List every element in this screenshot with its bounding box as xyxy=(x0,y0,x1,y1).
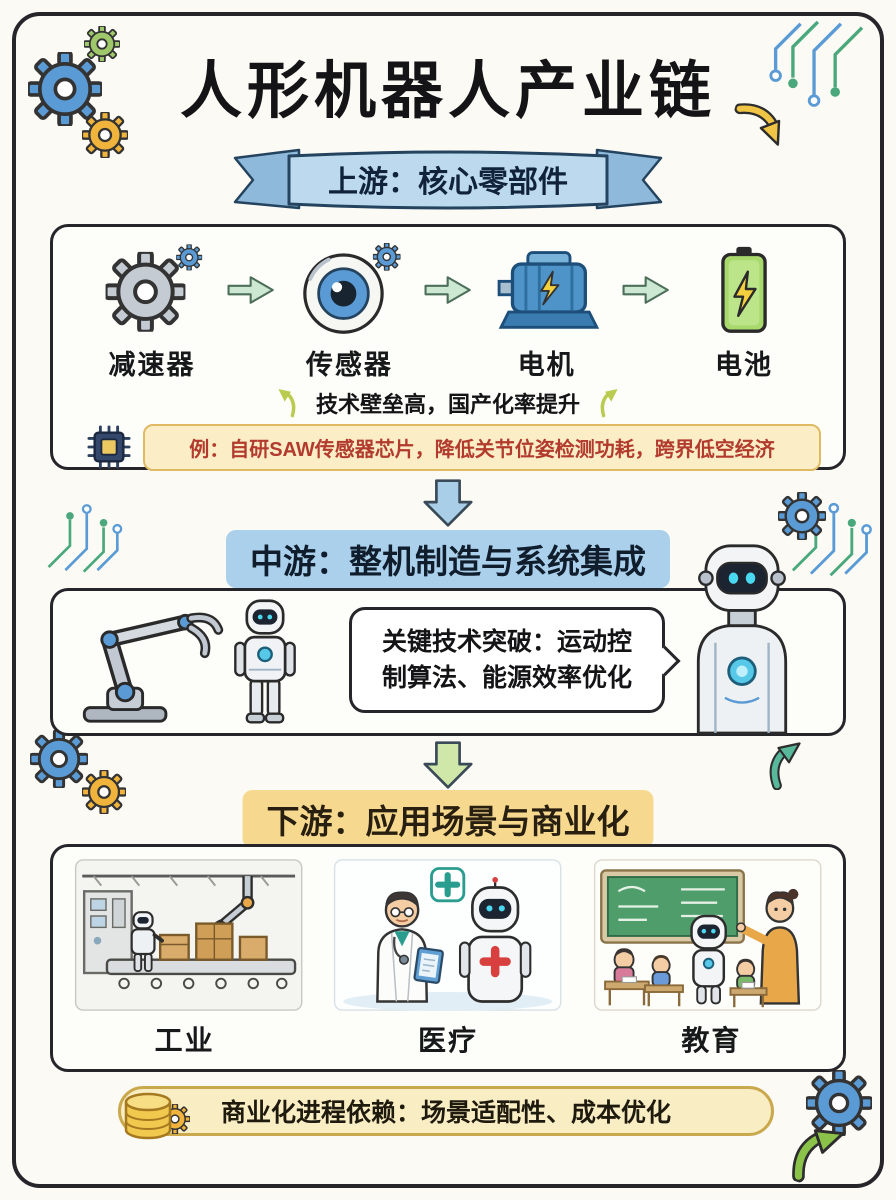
arrow-right-icon xyxy=(620,273,671,307)
component-reducer: 减速器 xyxy=(79,243,225,382)
medical-scene xyxy=(326,859,569,1011)
scene-label-education: 教育 xyxy=(681,1025,742,1056)
component-label: 电机 xyxy=(517,350,576,380)
upstream-note: 技术壁垒高，国产化率提升 xyxy=(315,392,580,417)
education-scene-illustration xyxy=(593,859,822,1011)
coins-icon xyxy=(124,1092,190,1140)
battery-icon xyxy=(721,246,767,333)
small-curved-arrow-icon xyxy=(598,387,626,419)
page-title: 人形机器人产业链 xyxy=(179,57,716,126)
robot-arm-icon xyxy=(82,612,224,723)
upstream-note-row: 技术壁垒高，国产化率提升 xyxy=(53,387,843,419)
upstream-section: 减速器 传感器 xyxy=(50,224,846,471)
circuit-decor-mid-left xyxy=(44,496,128,574)
component-battery: 电池 xyxy=(671,243,817,382)
sensor-eye-icon xyxy=(303,243,401,334)
robot-bust-icon xyxy=(696,544,788,735)
humanoid-robot-icon xyxy=(234,599,296,724)
arrow-down-icon xyxy=(419,740,477,790)
scene-labels-row: 工业 医疗 教育 xyxy=(53,1019,843,1059)
bubble-line: 制算法、能源效率优化 xyxy=(381,664,632,692)
chip-icon xyxy=(87,425,131,469)
arrow-down-icon xyxy=(419,478,477,528)
scenes-row xyxy=(67,859,829,1011)
arrow-right-icon xyxy=(225,273,276,307)
scene-label-industry: 工业 xyxy=(154,1025,215,1056)
gear-icon xyxy=(105,244,203,332)
components-row: 减速器 传感器 xyxy=(79,243,817,382)
small-curved-arrow-icon xyxy=(270,387,298,419)
bubble-line: 关键技术突破：运动控 xyxy=(381,627,632,656)
upstream-banner-label: 上游：核心零部件 xyxy=(328,165,568,199)
curved-arrow-icon xyxy=(768,734,810,798)
component-sensor: 传感器 xyxy=(276,243,422,382)
component-label: 传感器 xyxy=(305,350,393,380)
component-label: 电池 xyxy=(714,350,773,380)
upstream-banner: 上游：核心零部件 xyxy=(233,148,663,212)
arrow-right-icon xyxy=(422,273,473,307)
component-motor: 电机 xyxy=(474,243,620,382)
midstream-banner: 中游：整机制造与系统集成 xyxy=(226,530,670,588)
industry-scene xyxy=(67,859,310,1011)
industry-scene-illustration xyxy=(74,859,303,1011)
motor-icon xyxy=(497,251,599,329)
speech-bubble: 关键技术突破：运动控 制算法、能源效率优化 xyxy=(349,607,681,713)
upstream-example: 例：自研SAW传感器芯片，降低关节位姿检测功耗，跨界低空经济 xyxy=(143,423,821,471)
commercialization-note: 商业化进程依赖：场景适配性、成本优化 xyxy=(118,1086,774,1136)
scene-label-medical: 医疗 xyxy=(417,1025,478,1056)
education-scene xyxy=(586,859,829,1011)
downstream-banner: 下游：应用场景与商业化 xyxy=(242,790,654,848)
medical-scene-illustration xyxy=(334,859,562,1011)
commercialization-note-text: 商业化进程依赖：场景适配性、成本优化 xyxy=(220,1099,671,1127)
downstream-section: 工业 医疗 教育 xyxy=(50,844,846,1072)
ribbon-shape xyxy=(233,148,663,210)
component-label: 减速器 xyxy=(108,350,196,380)
upstream-example-row: 例：自研SAW传感器芯片，降低关节位姿检测功耗，跨界低空经济 xyxy=(87,423,821,471)
gears-decor-left xyxy=(30,730,126,814)
